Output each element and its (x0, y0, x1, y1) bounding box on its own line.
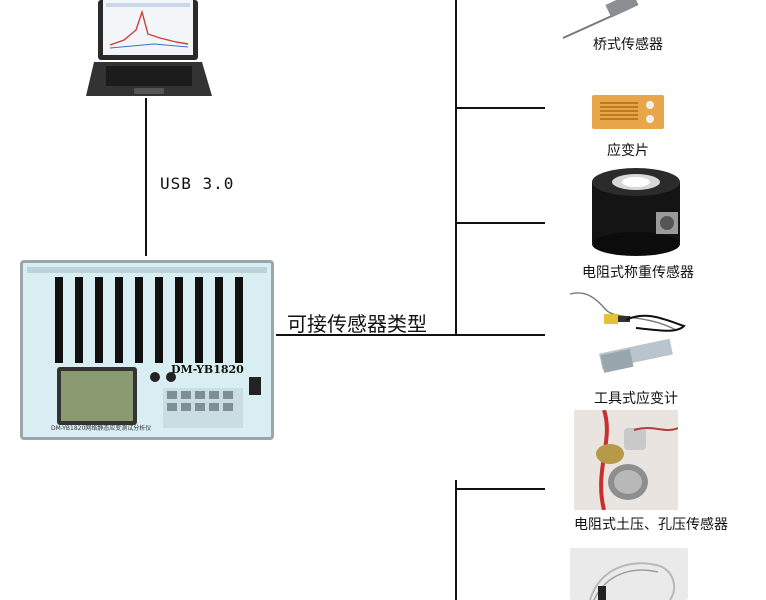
branch-4 (455, 488, 545, 490)
sensor-label-strain-gauge: 应变片 (607, 143, 649, 159)
cable-sensor-icon (570, 548, 688, 600)
load-cell-icon (592, 168, 680, 256)
laptop-to-device-line (145, 98, 147, 256)
data-acquisition-device: DM-YB1820 DM-YB1820网络静态应变测试分析仪 (20, 260, 274, 440)
sensor-label-earth-pressure: 电阻式土压、孔压传感器 (574, 517, 728, 533)
sensor-types-label: 可接传感器类型 (287, 312, 427, 336)
branch-3 (455, 334, 545, 336)
strain-gauge-icon (592, 95, 664, 129)
usb-link-label: USB 3.0 (160, 174, 235, 193)
bus-lower-vertical (455, 480, 457, 600)
branch-1 (455, 107, 545, 109)
laptop-icon (86, 0, 212, 96)
tool-strain-meter-icon (569, 292, 686, 373)
device-model-label: DM-YB1820 (171, 363, 244, 376)
bridge-sensor-icon (562, 0, 639, 39)
sensor-label-bridge: 桥式传感器 (593, 37, 663, 53)
sensor-label-load-cell: 电阻式称重传感器 (582, 265, 694, 281)
device-panel-icon (27, 267, 267, 428)
sensor-label-tool-strain-meter: 工具式应变计 (594, 391, 678, 407)
device-to-bus-line (276, 334, 456, 336)
earth-pressure-sensor-icon (574, 410, 678, 510)
device-caption-label: DM-YB1820网络静态应变测试分析仪 (51, 425, 152, 432)
branch-2 (455, 222, 545, 224)
bus-upper-vertical (455, 0, 457, 336)
